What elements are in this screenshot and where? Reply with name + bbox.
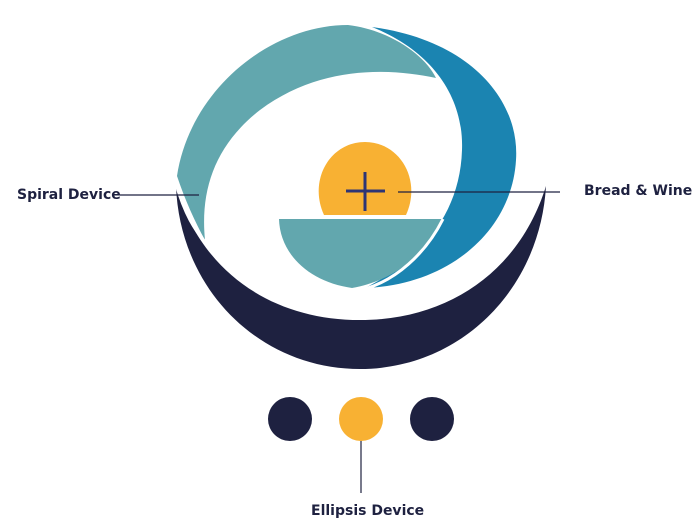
navy-crescent <box>176 186 546 369</box>
ellipsis-dot-right <box>410 397 454 441</box>
ellipsis-device-label: Ellipsis Device <box>311 503 425 519</box>
cross-icon <box>346 172 385 211</box>
ellipsis-dot-center <box>339 397 383 441</box>
teal-cup <box>279 219 443 288</box>
blue-crescent <box>365 27 517 288</box>
teal-spiral <box>177 25 436 240</box>
ellipsis-dot-left <box>268 397 312 441</box>
spiral-device-label: Spiral Device <box>17 187 121 203</box>
bread-wine-label: Bread & Wine <box>584 183 693 199</box>
